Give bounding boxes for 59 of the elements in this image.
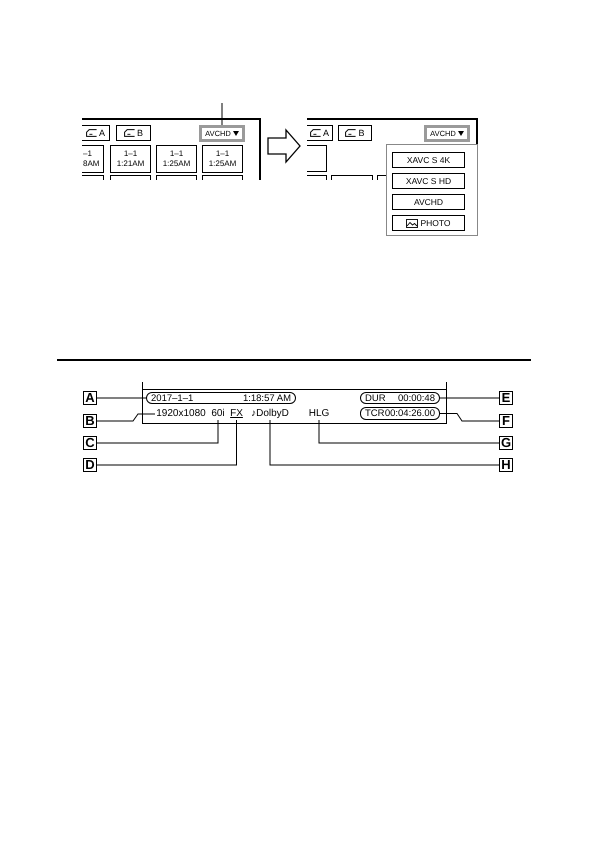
callout-letter: C: [83, 436, 97, 450]
menu-option: PHOTO: [392, 215, 465, 231]
thumbnail-tile: [156, 175, 197, 180]
duration-pill: [360, 392, 440, 404]
timecode-label: TCR: [365, 408, 385, 419]
thumbnail-tile: [82, 175, 104, 180]
menu-option: XAVC S 4K: [392, 152, 465, 168]
media-tab: A: [307, 125, 333, 141]
thumbnail-tile: [307, 145, 327, 172]
thumbnail-tile: [307, 175, 327, 180]
timecode-pill: [360, 407, 440, 420]
thumbnail-tile: [331, 175, 373, 180]
frame-rate-text: 60i: [210, 408, 226, 420]
date-time-pill: [146, 392, 296, 404]
dropdown-menu: [386, 144, 478, 236]
thumbnail-tile: [110, 145, 151, 173]
callout-letter: F: [499, 414, 513, 428]
thumbnail-date: 1–1: [124, 149, 138, 159]
thumbnail-time: 1:25AM: [162, 159, 190, 169]
callout-letter: B: [83, 414, 97, 428]
leader-line: [96, 420, 218, 444]
screen-frame: [82, 118, 261, 180]
thumbnail-tile: [110, 175, 151, 180]
thumbnail-time: 1:21AM: [116, 159, 144, 169]
resolution-text: 1920x1080: [155, 408, 207, 420]
callout-letter: G: [499, 436, 513, 450]
thumbnail-tile: [202, 145, 243, 173]
transition-arrow: [267, 128, 301, 164]
menu-option: AVCHD: [392, 194, 465, 210]
display-frame: [142, 382, 447, 424]
duration-label: DUR: [365, 392, 386, 404]
media-tab: B: [116, 125, 151, 141]
leader-line: [440, 413, 500, 422]
thumbnail-date: 1–1: [216, 149, 230, 159]
thumbnail-time: 1:25AM: [208, 159, 236, 169]
thumbnail-date: 1–1: [170, 149, 184, 159]
callout-letter: E: [499, 391, 513, 405]
thumbnail-time: 8AM: [83, 159, 100, 169]
audio-format-text: ♪DolbyD: [247, 408, 293, 420]
leader-line: [318, 420, 500, 444]
menu-option: XAVC S HD: [392, 173, 465, 189]
time-text: 1:18:57 AM: [242, 392, 291, 404]
leader-line: [96, 414, 156, 422]
leader-line: [96, 420, 237, 466]
media-tab: A: [82, 125, 110, 141]
thumbnail-tile: [82, 145, 104, 173]
effect-mark-text: FX: [229, 408, 244, 420]
callout-letter: D: [83, 458, 97, 472]
timecode-value: 00:04:26.00: [384, 408, 435, 419]
media-tab: B: [338, 125, 372, 141]
date-text: 2017–1–1: [151, 392, 194, 404]
leader-line: [270, 420, 500, 466]
gamma-text: HLG: [307, 408, 331, 420]
duration-value: 00:00:48: [398, 392, 435, 404]
thumbnail-date: –1: [83, 149, 92, 159]
callout-letter: A: [83, 391, 97, 405]
thumbnail-tile: [156, 145, 197, 173]
thumbnail-tile: [202, 175, 243, 180]
callout-letter: H: [499, 458, 513, 472]
